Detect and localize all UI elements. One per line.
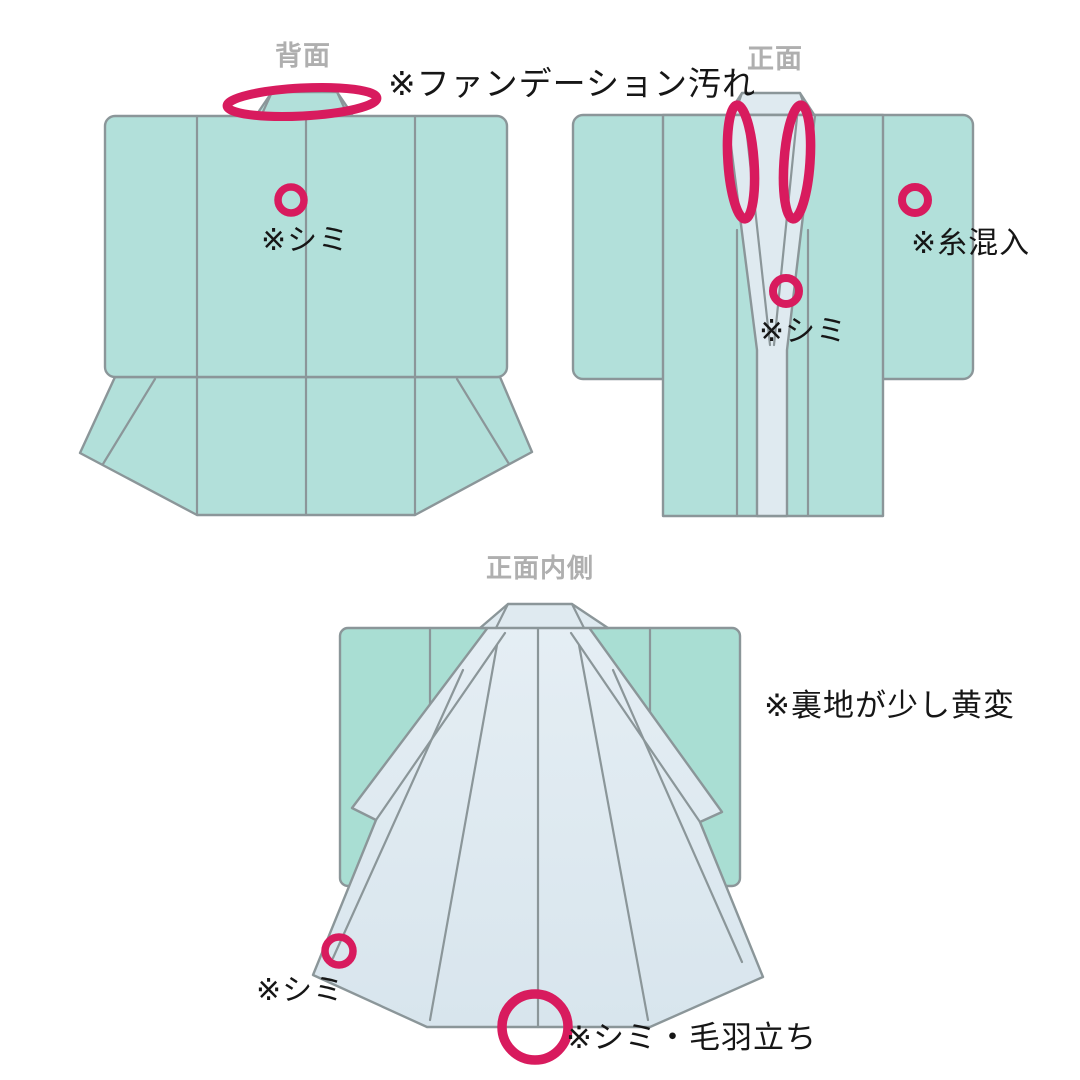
front-inside-view-figure xyxy=(311,602,765,1029)
annotation-lining-yellowing: ※裏地が少し黄変 xyxy=(764,688,1015,724)
defect-marker-back-stain xyxy=(274,183,308,217)
defect-marker-foundation-stain xyxy=(222,82,382,122)
defect-marker-front-collar-right xyxy=(778,100,816,224)
inside-collar xyxy=(478,602,610,630)
front-view-figure xyxy=(571,91,975,518)
defect-markers xyxy=(222,82,932,1065)
annotation-thread: ※糸混入 xyxy=(911,226,1031,261)
defect-marker-thread xyxy=(898,183,932,217)
back-view-figure xyxy=(78,90,534,517)
defect-marker-inside-stain-fuzz xyxy=(497,989,573,1065)
back-view-title: 背面 xyxy=(275,41,331,72)
defect-marker-front-stain xyxy=(769,274,803,308)
annotation-front-stain: ※シミ xyxy=(759,314,848,349)
annotation-inside-stain-fuzz: ※シミ・毛羽立ち xyxy=(566,1020,817,1056)
annotation-inside-stain: ※シミ xyxy=(256,973,345,1008)
defect-marker-front-collar-left xyxy=(722,100,760,224)
annotation-back-stain: ※シミ xyxy=(261,223,350,258)
annotation-foundation-stain: ※ファンデーション汚れ xyxy=(388,64,756,103)
front-view-title: 正面 xyxy=(747,44,803,75)
front-inside-view-title: 正面内側 xyxy=(485,554,594,584)
defect-marker-inside-stain xyxy=(321,933,357,969)
